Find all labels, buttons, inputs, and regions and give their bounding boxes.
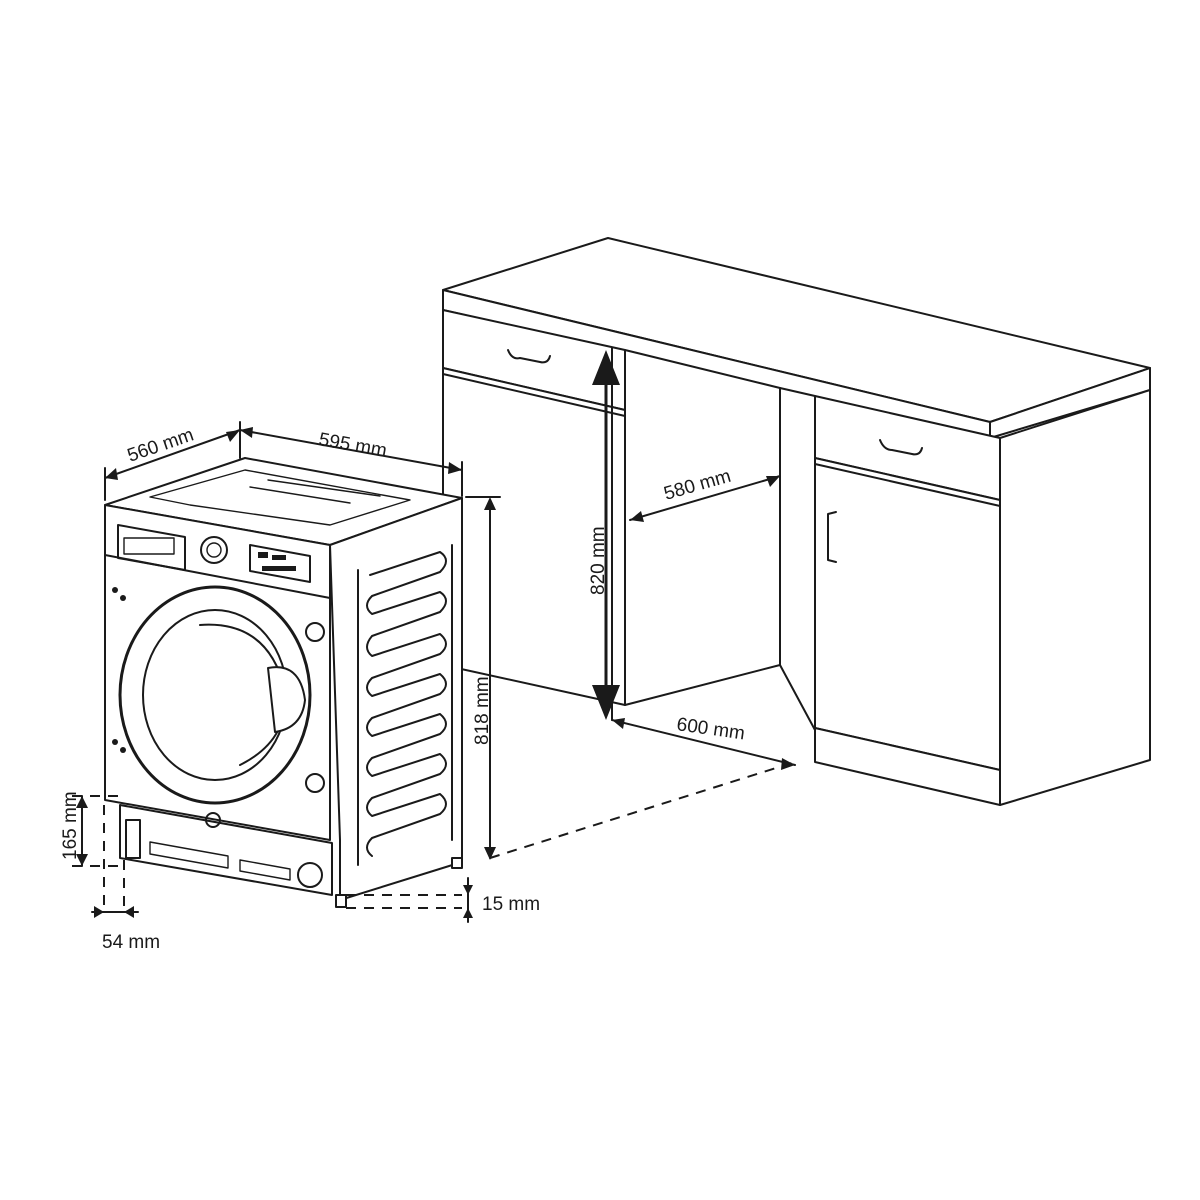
depth-label: 560 mm <box>125 425 197 467</box>
right-drawer-handle <box>879 439 923 456</box>
niche-height-arrow-bottom <box>592 685 620 720</box>
right-door-handle <box>827 511 837 563</box>
top-rib-1 <box>249 486 351 504</box>
niche-height-arrow-top <box>592 350 620 385</box>
mounting-mark-top <box>112 587 126 601</box>
door-hinge-bottom <box>305 773 325 793</box>
drawer-handle-slot <box>123 537 175 555</box>
base-plate-slot-2 <box>239 859 291 881</box>
niche-depth-dimension-line <box>611 719 796 766</box>
machine-top-panel <box>149 469 411 526</box>
depth-arrow-left <box>105 468 118 480</box>
base-bolt <box>205 812 221 828</box>
adjustable-foot-wheel <box>297 862 323 888</box>
rear-foot <box>451 857 463 869</box>
plinth-arrow-top <box>76 796 88 808</box>
machine-front <box>104 504 331 841</box>
display-indicator-1 <box>258 552 268 558</box>
niche-width-dimension-line <box>629 475 781 521</box>
width-label: 595 mm <box>317 429 388 462</box>
mounting-mark-bottom <box>112 739 126 753</box>
floor-line <box>489 761 796 859</box>
offset-arrow-left <box>94 906 104 918</box>
display-indicator-2 <box>272 555 286 560</box>
program-knob <box>200 536 228 564</box>
right-door-top-edge <box>814 463 1001 507</box>
foot-height-label: 15 mm <box>482 894 540 915</box>
washing-machine <box>104 457 463 908</box>
height-arrow-bottom <box>484 847 496 860</box>
offset-arrow-right <box>124 906 134 918</box>
dimension-lines <box>72 350 796 923</box>
front-foot-left <box>125 819 141 859</box>
display-indicator-3 <box>262 566 296 571</box>
niche-height-label: 820 mm <box>588 526 609 595</box>
height-label: 818 mm <box>472 676 493 745</box>
foot-arrow-bottom <box>463 908 473 918</box>
door-handle <box>267 666 306 733</box>
door-hinge-top <box>305 622 325 642</box>
right-cabinet-side-panel <box>779 387 816 731</box>
plinth-offset-label: 54 mm <box>102 932 160 953</box>
niche-depth-label: 600 mm <box>675 714 746 744</box>
base-frame <box>119 804 333 896</box>
right-cabinet-end-panel <box>999 389 1151 806</box>
plinth-height-label: 165 mm <box>60 791 81 860</box>
plinth-arrow-bottom <box>76 854 88 866</box>
niche-back-wall <box>624 349 781 706</box>
width-dimension-line <box>239 429 463 471</box>
niche-depth-arrow-left <box>612 718 625 729</box>
niche-width-arrow-right <box>766 476 780 487</box>
height-arrow-top <box>484 497 496 510</box>
machine-side <box>329 497 463 901</box>
depth-dimension-line <box>104 429 241 479</box>
base-plate-slot-1 <box>149 841 229 869</box>
right-cabinet-door <box>814 457 1001 771</box>
door-outer-ring <box>118 585 312 805</box>
front-foot-right <box>335 894 347 908</box>
width-arrow-right <box>448 462 462 474</box>
kitchen-cabinet <box>442 237 1151 806</box>
left-drawer-handle <box>507 349 551 364</box>
detergent-drawer <box>117 524 186 571</box>
display-panel <box>249 544 311 583</box>
width-arrow-left <box>240 427 253 438</box>
niche-width-arrow-left <box>630 511 644 522</box>
top-rib-2 <box>267 479 381 497</box>
left-cabinet-door-edge <box>442 373 626 417</box>
niche-depth-arrow-right <box>781 758 795 770</box>
program-knob-center <box>206 542 222 558</box>
foot-arrow-top <box>463 885 473 895</box>
depth-arrow-right <box>226 430 240 442</box>
side-corrugation-inner <box>357 544 453 866</box>
side-corrugation-outer <box>366 551 447 857</box>
